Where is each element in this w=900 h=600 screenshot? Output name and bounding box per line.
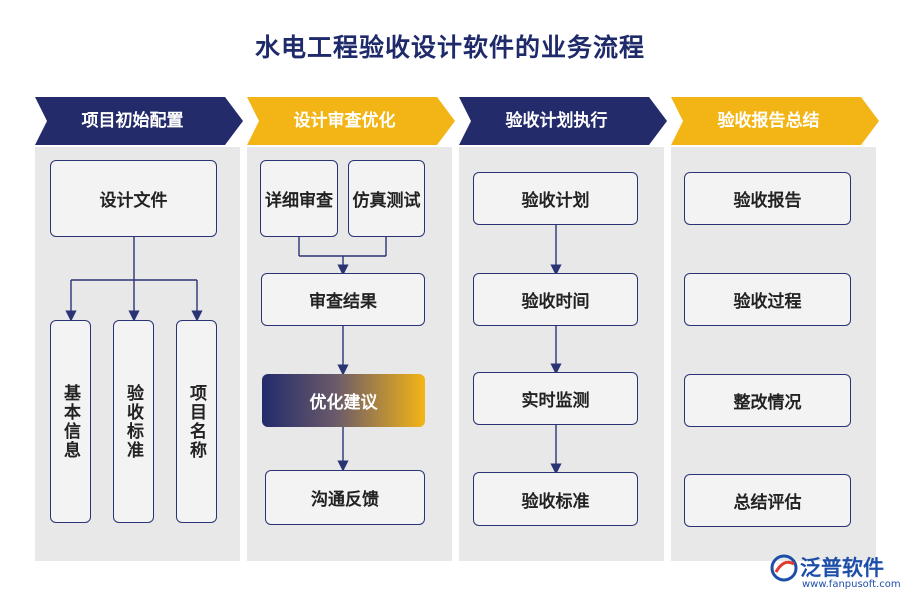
logo-name: 泛普软件 <box>800 556 884 580</box>
column-header-label: 设计审查优化 <box>293 111 396 131</box>
basic-info-box: 基本信息 <box>50 320 91 523</box>
acceptance-plan-box: 验收计划 <box>473 172 638 225</box>
acceptance-standard-box: 验收标准 <box>113 320 154 523</box>
communication-feedback-box: 沟通反馈 <box>265 470 425 525</box>
acceptance-process-box: 验收过程 <box>684 273 851 326</box>
column-header-label: 验收计划执行 <box>505 111 608 131</box>
optimization-suggestion-box: 优化建议 <box>262 374 425 427</box>
rectification-status-box: 整改情况 <box>684 374 851 427</box>
design-file-box: 设计文件 <box>50 160 217 237</box>
acceptance-standard-step-box: 验收标准 <box>473 472 638 526</box>
column-header-4: 验收报告总结 <box>671 97 879 145</box>
column-header-2: 设计审查优化 <box>247 97 455 145</box>
project-name-box: 项目名称 <box>176 320 217 523</box>
column-header-label: 项目初始配置 <box>81 111 184 131</box>
column-header-label: 验收报告总结 <box>717 111 820 131</box>
review-result-box: 审查结果 <box>261 273 425 326</box>
simulation-test-box: 仿真测试 <box>348 160 425 237</box>
column-header-3: 验收计划执行 <box>459 97 667 145</box>
logo-url: www.fanpusoft.com <box>802 579 900 590</box>
acceptance-time-box: 验收时间 <box>473 273 638 326</box>
logo-icon <box>770 554 798 582</box>
column-header-1: 项目初始配置 <box>35 97 243 145</box>
brand-logo: 泛普软件 www.fanpusoft.com <box>770 552 900 592</box>
detailed-review-box: 详细审查 <box>260 160 338 237</box>
acceptance-report-box: 验收报告 <box>684 172 851 225</box>
realtime-monitoring-box: 实时监测 <box>473 372 638 425</box>
page-title: 水电工程验收设计软件的业务流程 <box>254 33 645 62</box>
summary-evaluation-box: 总结评估 <box>684 474 851 527</box>
